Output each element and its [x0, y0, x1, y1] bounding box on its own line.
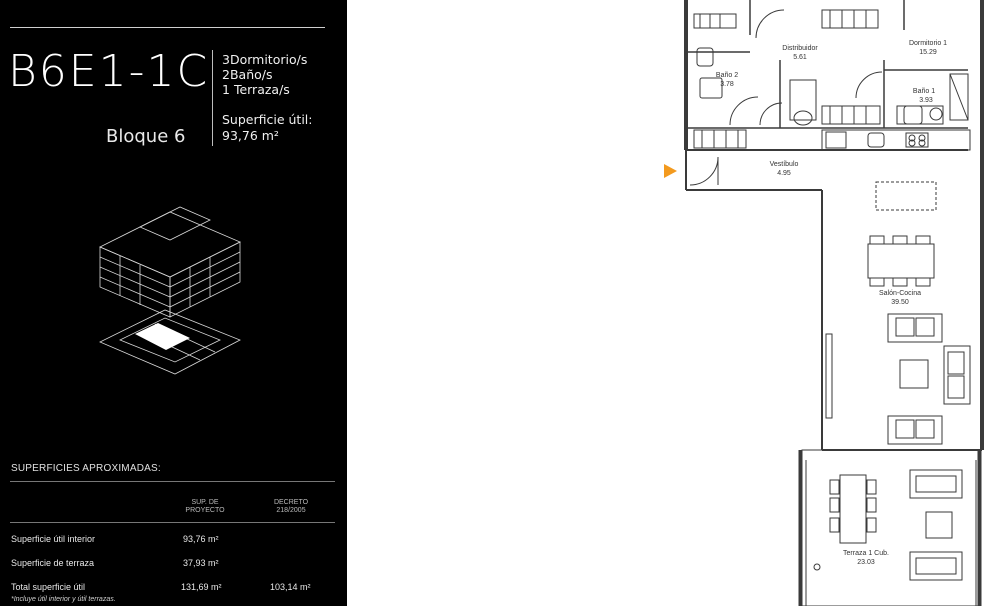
table-row-label: Superficie de terraza [11, 558, 95, 568]
terraces-count: 1 [222, 82, 230, 97]
bedrooms-count: 3 [222, 52, 230, 67]
room-area-bano2: 3.78 [720, 81, 734, 88]
room-name-bano1: Baño 1 [913, 88, 935, 95]
unit-specs: 3Dormitorio/s 2Baño/s 1 Terraza/s [222, 52, 307, 97]
divider [212, 50, 213, 146]
room-area-terraza: 23.03 [857, 559, 875, 566]
surface-label: Superficie útil: [222, 112, 313, 127]
table-title: SUPERFICIES APROXIMADAS: [11, 463, 161, 474]
col-header-decreto-line1: DECRETO [273, 499, 309, 506]
room-name-salon: Salón-Cocina [879, 290, 921, 297]
col-header-decreto: DECRETO 218/2005 [254, 499, 328, 515]
col-header-proyecto-line1: SUP. DE [191, 499, 219, 506]
surface-value: 93,76 m² [222, 128, 279, 143]
room-name-dormitorio1: Dormitorio 1 [909, 40, 947, 47]
room-name-bano2: Baño 2 [716, 72, 738, 79]
top-rule [10, 27, 325, 28]
surface-summary: Superficie útil: 93,76 m² [222, 112, 313, 144]
room-name-distribuidor: Distribuidor [782, 45, 818, 52]
table-row-label: Total superficie útil [11, 582, 86, 592]
room-area-vestibulo: 4.95 [777, 170, 791, 177]
room-area-salon: 39.50 [891, 299, 909, 306]
room-area-bano1: 3.93 [919, 97, 933, 104]
bedrooms-label: Dormitorio/s [229, 52, 308, 67]
entrance-arrow-icon [664, 164, 677, 178]
table-cell-proyecto: 37,93 m² [183, 558, 219, 568]
table-cell-proyecto: 93,76 m² [183, 534, 219, 544]
table-note: *Incluye útil interior y útil terrazas. [11, 596, 116, 603]
table-row-label: Superficie útil interior [11, 534, 96, 544]
col-header-decreto-line2: 218/2005 [276, 507, 306, 514]
table-cell-decreto: 103,14 m² [270, 582, 311, 592]
terraces-label: Terraza/s [233, 82, 290, 97]
baths-label: Baño/s [229, 67, 273, 82]
col-header-proyecto-line2: PROYECTO [185, 507, 225, 514]
room-name-vestibulo: Vestíbulo [770, 161, 799, 168]
room-area-distribuidor: 5.61 [793, 54, 807, 61]
room-area-dormitorio1: 15.29 [919, 49, 937, 56]
block-label: Bloque 6 [106, 126, 186, 147]
room-name-terraza: Terraza 1 Cub. [843, 550, 889, 557]
building-isometric-image [99, 206, 241, 375]
unit-code: B6E1-1C [8, 46, 210, 97]
col-header-proyecto: SUP. DE PROYECTO [168, 499, 242, 515]
floor-plan: Distribuidor 5.61 Dormitorio 1 15.29 Bañ… [684, 0, 984, 606]
info-panel: B6E1-1C Bloque 6 3Dormitorio/s 2Baño/s 1… [0, 0, 347, 606]
table-rule [10, 481, 335, 482]
table-rule [10, 522, 335, 523]
baths-count: 2 [222, 67, 230, 82]
table-cell-proyecto: 131,69 m² [181, 582, 222, 592]
